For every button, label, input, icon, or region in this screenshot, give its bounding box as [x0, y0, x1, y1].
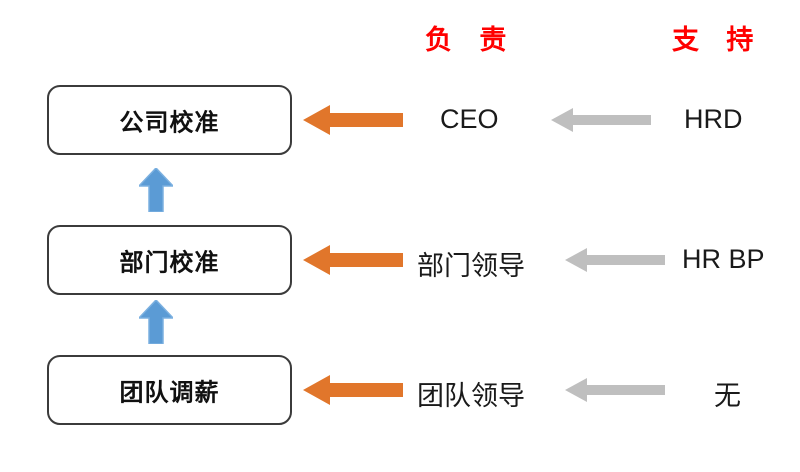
support-role-label: HRD — [684, 104, 743, 134]
stage-box-label: 团队调薪 — [119, 378, 220, 407]
responsible-arrow-icon — [303, 103, 403, 137]
escalation-up-arrow-icon — [137, 166, 175, 213]
support-role-label: HR BP — [682, 244, 765, 274]
stage-box-department-calibration[interactable]: 部门校准 — [47, 225, 292, 295]
stage-box-label: 部门校准 — [119, 248, 220, 277]
stage-box-label: 公司校准 — [119, 108, 220, 137]
responsible-role-label: 部门领导 — [417, 251, 525, 282]
column-header-responsible: 负 责 — [425, 25, 516, 56]
stage-box-company-calibration[interactable]: 公司校准 — [47, 85, 292, 155]
responsible-role-label: CEO — [440, 104, 499, 134]
support-arrow-icon — [565, 373, 665, 407]
responsible-arrow-icon — [303, 373, 403, 407]
responsible-role-label: 团队领导 — [417, 381, 525, 412]
support-role-label: 无 — [714, 381, 741, 412]
escalation-up-arrow-icon — [137, 298, 175, 345]
support-arrow-icon — [551, 103, 651, 137]
column-header-support: 支 持 — [672, 25, 763, 56]
support-arrow-icon — [565, 243, 665, 277]
stage-box-team-salary-adjustment[interactable]: 团队调薪 — [47, 355, 292, 425]
responsible-arrow-icon — [303, 243, 403, 277]
